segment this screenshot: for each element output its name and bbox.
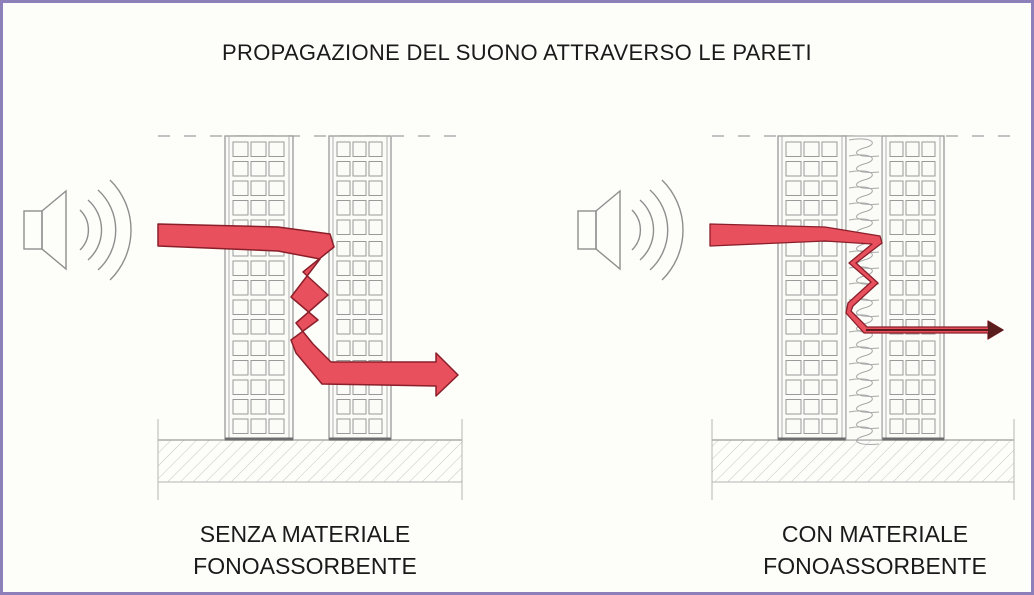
sound-waves-icon [79,179,132,281]
sound-path-arrow [157,223,459,397]
right-panel [577,135,1015,500]
caption-line-1: CON MATERIALE [781,521,969,547]
caption-with-absorbent: CON MATERIALE FONOASSORBENTE [705,518,1034,582]
diagram-title: PROPAGAZIONE DEL SUONO ATTRAVERSO LE PAR… [222,40,812,65]
speaker-icon [23,189,67,271]
brick-wall-inner [328,135,392,441]
attenuated-exit-arrowhead [988,321,1004,339]
sound-waves-icon [631,179,684,281]
caption-line-2: FONOASSORBENTE [763,553,987,579]
caption-line-1: SENZA MATERIALE [199,521,411,547]
floor-slab [157,419,463,500]
brick-wall-inner [881,135,945,441]
brick-wall-outer [224,135,294,441]
caption-line-2: FONOASSORBENTE [193,553,417,579]
caption-without-absorbent: SENZA MATERIALE FONOASSORBENTE [135,518,475,582]
speaker-icon [577,189,621,271]
left-panel [23,135,463,500]
brick-wall-outer [777,135,847,441]
